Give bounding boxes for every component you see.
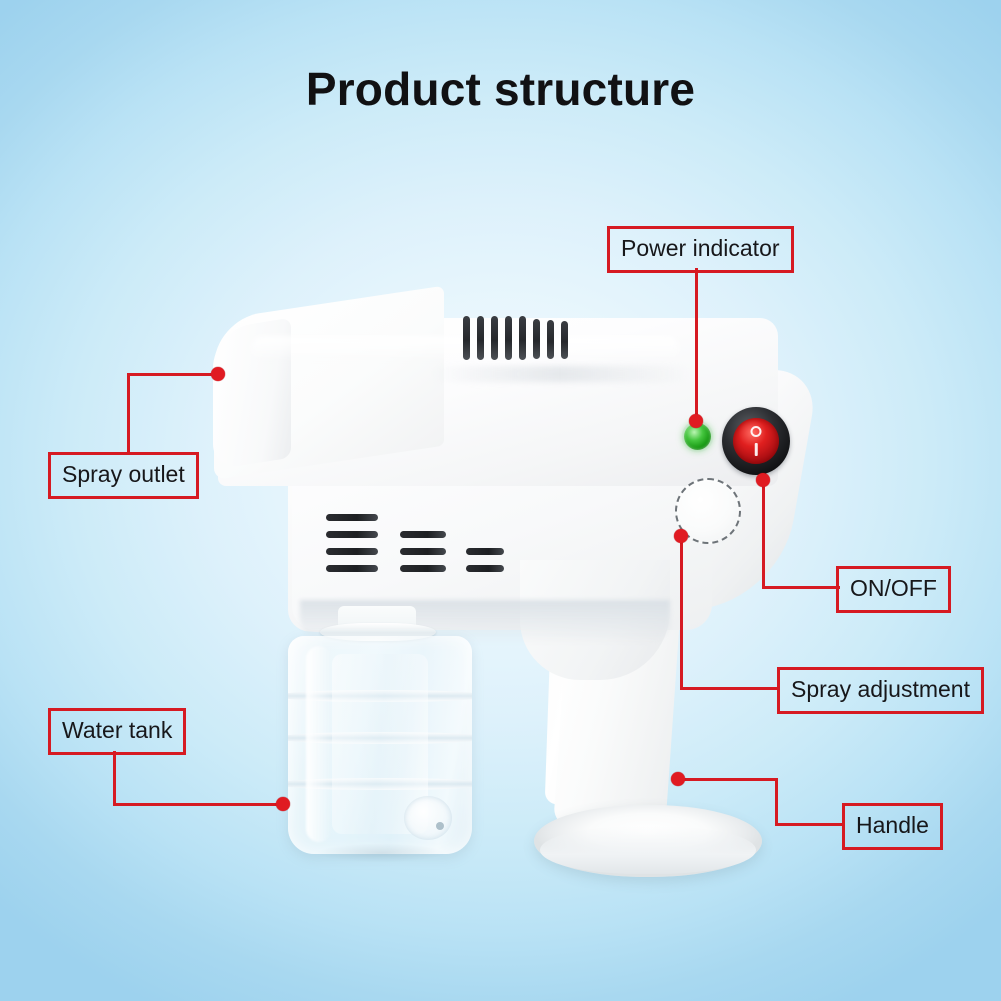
leader-onoff-v xyxy=(762,480,765,588)
water-tank xyxy=(288,636,472,854)
callout-spray-outlet[interactable]: Spray outlet xyxy=(48,452,199,499)
callout-water-tank[interactable]: Water tank xyxy=(48,708,187,755)
leader-dot-water-tank xyxy=(276,797,290,811)
side-vent-group xyxy=(326,514,504,586)
callout-handle[interactable]: Handle xyxy=(842,803,943,850)
leader-dot-spray-adjustment xyxy=(674,529,688,543)
leader-power-indicator-v xyxy=(695,268,698,423)
power-switch[interactable] xyxy=(733,418,779,464)
device-face-highlight xyxy=(430,366,690,382)
top-vent-group xyxy=(463,316,575,364)
spray-adjustment-dial[interactable] xyxy=(675,478,741,544)
tank-shadow xyxy=(292,840,470,866)
switch-on-mark-icon xyxy=(754,443,758,456)
leader-dot-spray-outlet xyxy=(211,367,225,381)
device-base-lip xyxy=(540,826,756,874)
leader-onoff-h xyxy=(762,586,840,589)
leader-dot-onoff xyxy=(756,473,770,487)
switch-off-mark-icon xyxy=(750,426,762,437)
leader-spray-outlet-h xyxy=(127,373,219,376)
leader-handle-h2 xyxy=(775,823,845,826)
callout-on-off[interactable]: ON/OFF xyxy=(836,566,951,613)
leader-dot-handle xyxy=(671,772,685,786)
page-title: Product structure xyxy=(305,63,696,115)
leader-water-tank-h xyxy=(113,803,285,806)
leader-spray-outlet-v xyxy=(127,373,130,453)
leader-handle-v xyxy=(775,778,778,825)
callout-spray-adjustment[interactable]: Spray adjustment xyxy=(777,667,984,714)
leader-handle-h1 xyxy=(678,778,777,781)
leader-dot-power-indicator xyxy=(689,414,703,428)
leader-spray-adjustment-v xyxy=(680,536,683,689)
leader-spray-adjustment-h xyxy=(680,687,780,690)
leader-water-tank-v xyxy=(113,751,116,805)
callout-power-indicator[interactable]: Power indicator xyxy=(607,226,794,273)
